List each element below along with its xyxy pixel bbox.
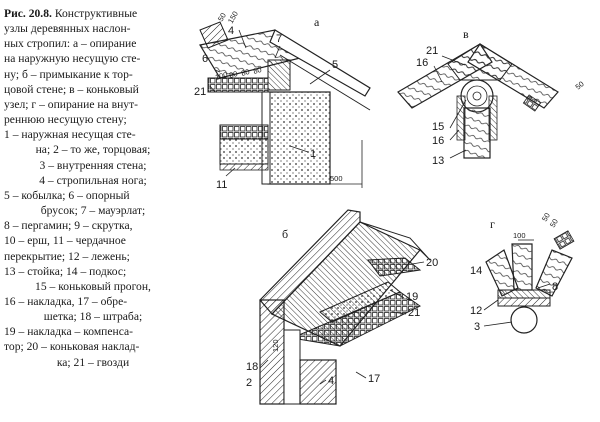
caption-line: 15 – коньковый прогон, (35, 279, 151, 293)
label-8: 8 (552, 281, 558, 293)
dim-80: 80 (252, 65, 262, 76)
label-20: 20 (426, 257, 438, 269)
label-14: 14 (470, 265, 482, 277)
dim-150: 150 (226, 10, 240, 25)
rafter-leg (299, 359, 337, 405)
detail-v: в 21 16 15 16 13 50 (397, 27, 586, 167)
caption-line: реннюю несущую стену; (4, 113, 127, 127)
detail-g: г 14 8 12 3 100 50 50 (470, 211, 575, 334)
rafter-end (199, 21, 229, 49)
caption-line: тор; 20 – коньковая наклад- (4, 340, 140, 354)
caption-line: ка; 21 – гвозди (56, 355, 130, 369)
caption-line: 13 – стойка; 14 – подкос; (4, 264, 127, 278)
caption-line: на наружную несущую сте- (4, 52, 141, 66)
label-6: 6 (202, 53, 208, 65)
construction-drawing: а 4 7 6 21 5 1 11 50 150 (194, 10, 586, 405)
dim-100: 100 (513, 231, 526, 240)
subfigure-label-b: б (282, 227, 288, 241)
caption-line: на; 2 – то же, торцовая; (35, 143, 151, 157)
caption-line: цовой стене; в – коньковый (4, 82, 139, 96)
subfigure-label-g: г (490, 217, 495, 231)
label-7: 7 (276, 33, 282, 45)
dim-50: 50 (540, 211, 552, 223)
caption-line: шетка; 18 – штраба; (43, 310, 143, 324)
label-4: 4 (228, 25, 234, 37)
ridge-cap (367, 257, 422, 277)
dim-100: 100 (214, 70, 228, 82)
label-13: 13 (432, 155, 444, 167)
outer-wall (267, 91, 331, 185)
caption-line: 10 – ерш, 11 – чердачное (4, 234, 126, 248)
label-3: 3 (474, 321, 480, 333)
mauerlat (267, 59, 291, 91)
label-16: 16 (416, 57, 428, 69)
caption-line: ных стропил: а – опирание (4, 37, 137, 51)
label-21: 21 (426, 45, 438, 57)
attic-floor (219, 124, 269, 140)
lathing (290, 291, 421, 347)
caption-line: 8 – пергамин; 9 – скрутка, (4, 219, 133, 233)
label-18: 18 (246, 361, 258, 373)
inner-wall (510, 306, 538, 334)
label-16: 16 (432, 135, 444, 147)
caption-line: Рис. 20.8. Конструктивные (4, 7, 138, 20)
label-15: 15 (432, 121, 444, 133)
sill-beam (497, 289, 551, 299)
sprocket-board (269, 29, 371, 97)
caption-line: узел; г – опирание на внут- (4, 97, 139, 111)
label-12: 12 (470, 305, 482, 317)
caption-line: 19 – накладка – компенса- (4, 325, 134, 339)
caption-line: 4 – стропильная нога; (39, 173, 147, 187)
figure-caption: Рис. 20.8. Конструктивные узлы деревянны… (4, 6, 182, 370)
label-17: 17 (368, 373, 380, 385)
ridge-purlin (460, 79, 494, 113)
label-21: 21 (194, 86, 206, 98)
label-4: 4 (328, 375, 334, 387)
caption-line: узлы деревянных наслон- (4, 22, 131, 36)
label-5: 5 (332, 59, 338, 71)
dim-50: 50 (574, 79, 586, 91)
dim-120: 120 (271, 339, 280, 352)
subfigure-label-a: а (314, 15, 320, 29)
detail-a: а 4 7 6 21 5 1 11 50 150 (194, 10, 371, 191)
dim-80: 80 (228, 69, 238, 80)
label-19: 19 (406, 291, 418, 303)
caption-line: перекрытие; 12 – лежень; (4, 249, 130, 263)
caption-line: 1 – наружная несущая сте- (4, 128, 136, 142)
figure-number: Рис. 20.8. (4, 7, 52, 20)
detail-b: б 20 19 21 18 2 4 17 120 (246, 209, 438, 405)
caption-line: 5 – кобылка; 6 – опорный (4, 188, 130, 202)
dim-80: 80 (240, 67, 250, 78)
caption-line: 16 – накладка, 17 – обре- (4, 294, 128, 308)
ridge-overlay (447, 43, 513, 81)
label-11: 11 (216, 179, 227, 191)
label-21: 21 (408, 307, 420, 319)
pergamin (497, 297, 551, 307)
post (463, 107, 491, 159)
dim-500: 500 (330, 174, 343, 183)
rafter-center (511, 243, 533, 291)
label-2: 2 (246, 377, 252, 389)
label-1: 1 (310, 148, 316, 160)
subfigure-label-v: в (463, 27, 469, 41)
caption-line: ну; б – примыкание к тор- (4, 67, 133, 81)
dim-50: 50 (216, 11, 228, 23)
caption-line: 3 – внутренняя стена; (39, 158, 147, 172)
caption-line: брусок; 7 – мауэрлат; (40, 204, 146, 218)
dim-50: 50 (548, 217, 560, 229)
